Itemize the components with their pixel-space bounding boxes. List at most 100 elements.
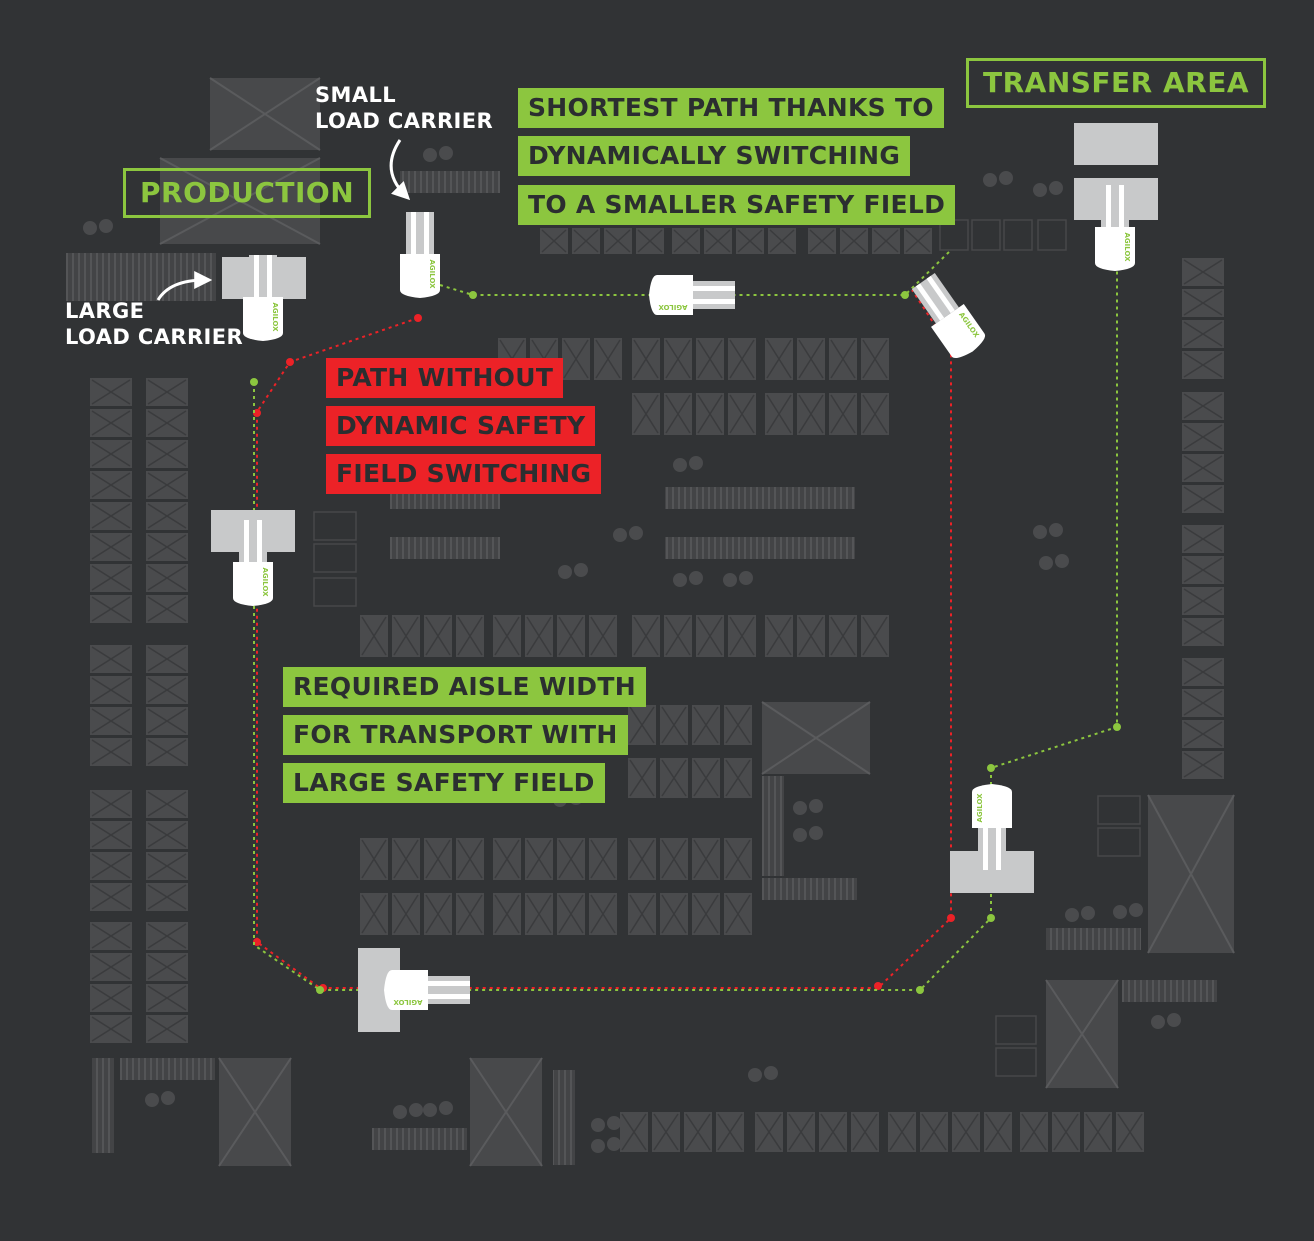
red-path-waypoint xyxy=(874,982,882,990)
conveyor xyxy=(390,537,500,559)
agilox-vehicle: AGILOX xyxy=(243,255,283,341)
green-path-waypoint xyxy=(987,914,995,922)
red-path-waypoint xyxy=(414,314,422,322)
green-path-waypoint xyxy=(901,291,909,299)
rack-cell xyxy=(540,228,568,254)
rack-cell xyxy=(1182,392,1224,420)
rack-cell xyxy=(728,393,756,435)
floor-marking xyxy=(1037,219,1067,251)
conveyor xyxy=(665,537,855,559)
rack-cell xyxy=(1182,351,1224,379)
rack-cell xyxy=(594,338,622,380)
rack-cell xyxy=(724,705,752,745)
arrow-to-large-carrier xyxy=(156,271,213,301)
person-group xyxy=(629,526,643,540)
rack-cell xyxy=(632,338,660,380)
rack-cell xyxy=(652,1112,680,1152)
rack-cell xyxy=(456,615,484,657)
person-group xyxy=(409,1103,423,1117)
rack-cell xyxy=(765,615,793,657)
small-load-carrier-label: SMALL LOAD CARRIER xyxy=(315,83,494,133)
floor-marking xyxy=(1097,795,1141,825)
rack-cell xyxy=(146,707,188,735)
rack-cell xyxy=(360,893,388,935)
person-group xyxy=(809,799,823,813)
rack-cell xyxy=(392,615,420,657)
rack-cell xyxy=(424,615,452,657)
person-group xyxy=(793,801,807,815)
rack-cell xyxy=(1182,320,1224,348)
green-path-waypoint xyxy=(250,378,258,386)
rack-cell xyxy=(146,984,188,1012)
rack-cell xyxy=(664,393,692,435)
floor-marking xyxy=(995,1047,1037,1077)
rack-cell xyxy=(861,338,889,380)
floor-area xyxy=(209,77,321,151)
rack-cell xyxy=(90,595,132,623)
rack-cell xyxy=(664,615,692,657)
green-path-waypoint xyxy=(316,986,324,994)
person-group xyxy=(1049,523,1063,537)
rack-cell xyxy=(628,838,656,880)
person-group xyxy=(1113,905,1127,919)
person-group xyxy=(1033,525,1047,539)
agilox-vehicle: AGILOX xyxy=(384,970,470,1010)
rack-cell xyxy=(696,393,724,435)
vehicle-brand-text: AGILOX xyxy=(1123,232,1131,262)
rack-cell xyxy=(696,338,724,380)
person-group xyxy=(83,221,97,235)
rack-cell xyxy=(360,615,388,657)
rack-cell xyxy=(1182,423,1224,451)
person-group xyxy=(1055,554,1069,568)
rack-cell xyxy=(1182,751,1224,779)
rack-cell xyxy=(525,893,553,935)
rack-cell xyxy=(424,838,452,880)
rack-cell xyxy=(493,838,521,880)
person-group xyxy=(1167,1013,1181,1027)
rack-cell xyxy=(1084,1112,1112,1152)
agilox-vehicle: AGILOX xyxy=(649,275,735,315)
aisle-width-line-3: LARGE SAFETY FIELD xyxy=(283,763,605,803)
rack-cell xyxy=(557,838,585,880)
rack-cell xyxy=(632,393,660,435)
rack-cell xyxy=(840,228,868,254)
vehicle-brand-text: AGILOX xyxy=(428,259,436,289)
rack-cell xyxy=(146,533,188,561)
person-group xyxy=(1129,903,1143,917)
person-group xyxy=(1033,183,1047,197)
rack-cell xyxy=(90,378,132,406)
person-group xyxy=(673,573,687,587)
person-group xyxy=(793,828,807,842)
rack-cell xyxy=(692,758,720,798)
rack-cell xyxy=(456,893,484,935)
rack-cell xyxy=(90,440,132,468)
floor-marking xyxy=(1097,827,1141,857)
path-without-line-3: FIELD SWITCHING xyxy=(326,454,602,494)
rack-cell xyxy=(808,228,836,254)
conveyor xyxy=(762,878,857,900)
rack-cell xyxy=(829,338,857,380)
rack-cell xyxy=(660,838,688,880)
rack-cell xyxy=(920,1112,948,1152)
rack-cell xyxy=(728,615,756,657)
conveyor xyxy=(1122,980,1217,1002)
red-path xyxy=(253,289,955,992)
person-group xyxy=(673,458,687,472)
rack-cell xyxy=(557,893,585,935)
rack-cell xyxy=(672,228,700,254)
floor-marking xyxy=(313,543,357,573)
rack-cell xyxy=(861,615,889,657)
rack-cell xyxy=(146,852,188,880)
person-group xyxy=(423,1103,437,1117)
conveyor xyxy=(92,1058,114,1153)
rack-cell xyxy=(146,922,188,950)
rack-cell xyxy=(1020,1112,1048,1152)
rack-cell xyxy=(146,790,188,818)
rack-cell xyxy=(952,1112,980,1152)
rack-cell xyxy=(628,705,656,745)
conveyor xyxy=(665,487,855,509)
rack-cell xyxy=(604,228,632,254)
rack-cell xyxy=(724,838,752,880)
person-group xyxy=(739,571,753,585)
rack-cell xyxy=(692,705,720,745)
